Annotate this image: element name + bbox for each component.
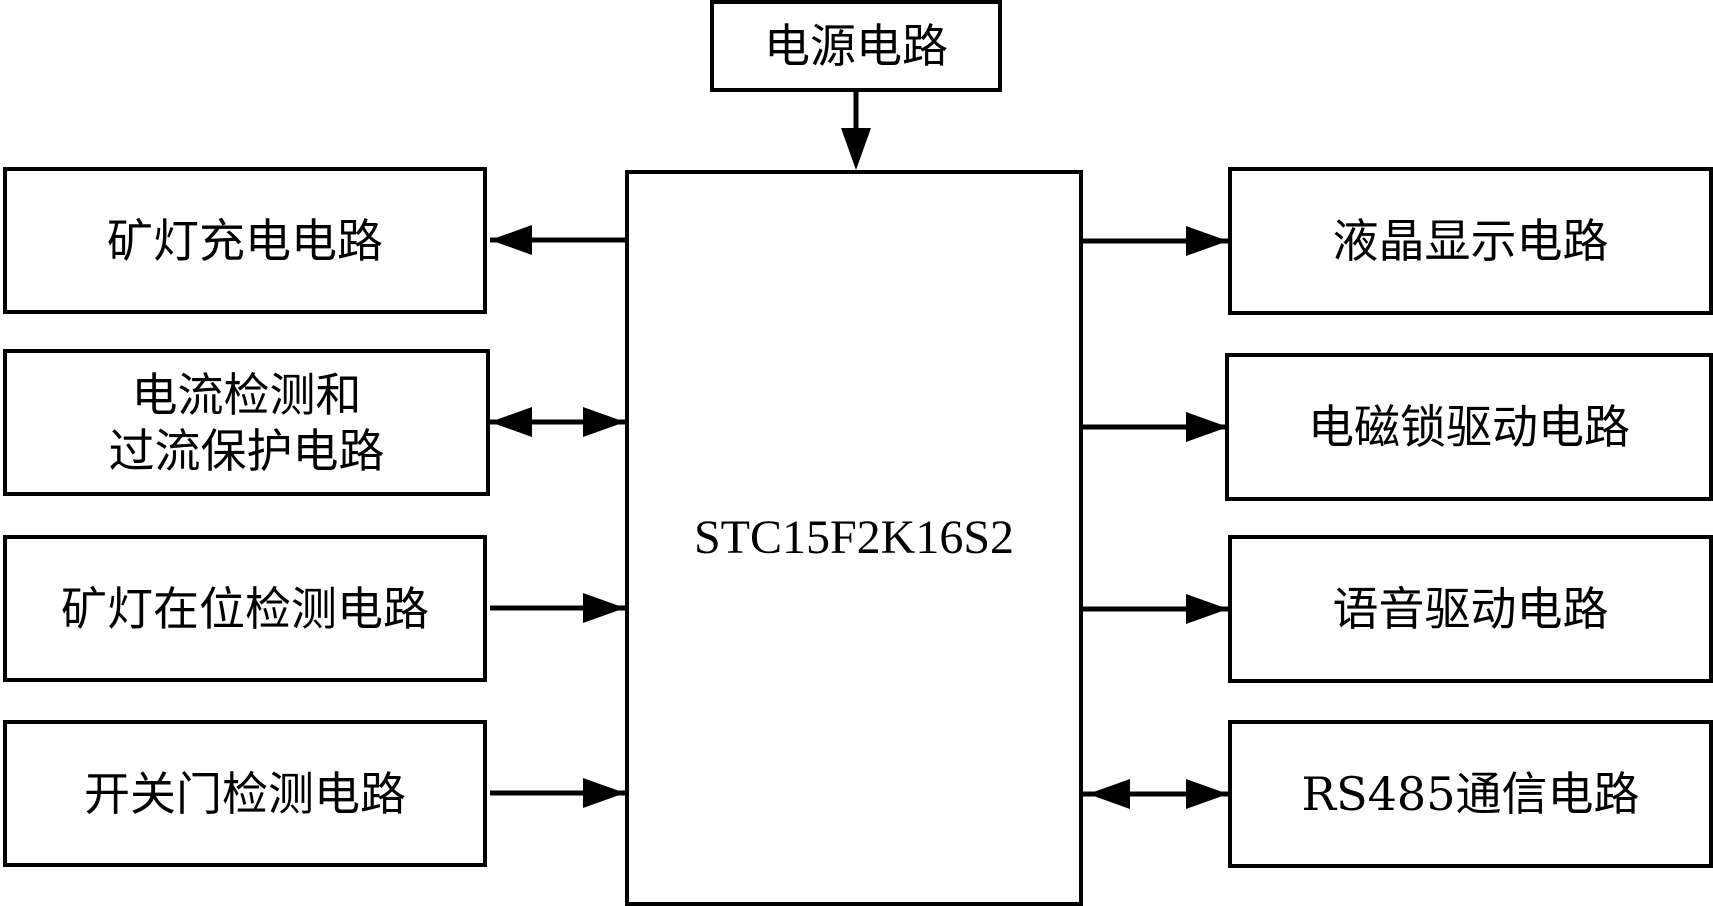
mcu-label: STC15F2K16S2 [693, 511, 1015, 564]
right-arrowhead-1 [1186, 412, 1228, 442]
right-block-lcd: 液晶显示电路 [1228, 167, 1713, 315]
right-block-voice-driver: 语音驱动电路 [1228, 535, 1713, 683]
left-arrowhead-out-1 [490, 407, 532, 437]
current-protection-label: 电流检测和 过流保护电路 [108, 367, 385, 478]
lcd-circuit-label: 液晶显示电路 [1332, 214, 1609, 268]
left-arrowhead-in-1 [583, 407, 625, 437]
right-block-lock-driver: 电磁锁驱动电路 [1225, 353, 1713, 501]
left-arrowhead-3 [583, 778, 625, 808]
left-arrowhead-0 [490, 225, 532, 255]
power-arrowhead [841, 128, 871, 170]
charging-circuit-label: 矿灯充电电路 [107, 213, 383, 268]
right-arrowhead-2 [1186, 594, 1228, 624]
lock-driver-label: 电磁锁驱动电路 [1308, 400, 1630, 454]
door-detect-label: 开关门检测电路 [84, 766, 406, 821]
right-arrowhead-in-3 [1088, 779, 1130, 809]
left-block-door-detect: 开关门检测电路 [3, 720, 487, 867]
left-block-charging: 矿灯充电电路 [3, 167, 487, 314]
lamp-presence-label: 矿灯在位检测电路 [61, 581, 429, 636]
left-arrowhead-2 [583, 593, 625, 623]
power-circuit-label: 电源电路 [764, 19, 948, 73]
right-arrowhead-0 [1186, 226, 1228, 256]
rs485-label: RS485通信电路 [1301, 767, 1640, 821]
left-block-lamp-presence: 矿灯在位检测电路 [3, 535, 487, 682]
right-arrowhead-out-3 [1186, 779, 1228, 809]
voice-driver-label: 语音驱动电路 [1332, 582, 1609, 636]
power-circuit-block: 电源电路 [710, 0, 1002, 92]
left-block-current-protection: 电流检测和 过流保护电路 [3, 349, 490, 496]
right-block-rs485: RS485通信电路 [1228, 720, 1713, 868]
mcu-block: STC15F2K16S2 [625, 170, 1083, 906]
